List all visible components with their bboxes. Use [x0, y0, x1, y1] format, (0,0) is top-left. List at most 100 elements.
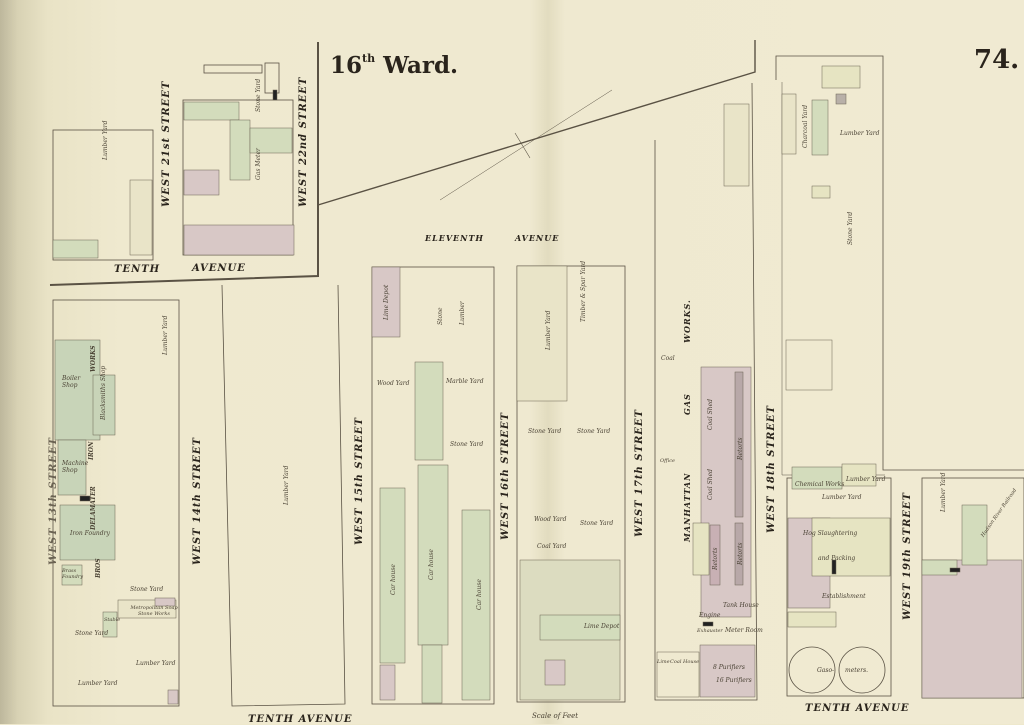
ward-suffix: th	[362, 52, 376, 65]
label-exhauster: Exhauster	[697, 628, 723, 634]
ward-title: 16th Ward.	[330, 52, 458, 79]
label-tank-house: Tank House	[723, 602, 759, 609]
street-west-17th: WEST 17th STREET	[634, 409, 645, 537]
block-17th-18th	[654, 82, 758, 701]
gas-works-gas: GAS	[682, 393, 692, 415]
street-west-14th: WEST 14th STREET	[192, 437, 203, 565]
label-and-packing: and Packing	[818, 555, 856, 562]
block-13th-14th	[52, 299, 180, 707]
label-retorts-c: Retorts	[712, 547, 719, 570]
label-lime-depot-a: Lime Depot	[383, 284, 390, 320]
label-stone-yard-top: Stone Yard	[847, 211, 854, 245]
label-gasometers-a: Gaso-	[817, 667, 835, 674]
label-chemical-works: Chemical Works	[795, 481, 845, 488]
label-meter-room: Meter Room	[725, 627, 763, 634]
label-gasometers-b: meters.	[845, 667, 869, 674]
street-west-15th: WEST 15th STREET	[354, 417, 365, 545]
label-lumber-yard-b: Lumber Yard	[78, 680, 118, 687]
block-15th-16th	[371, 266, 495, 705]
label-charcoal-yard: Charcoal Yard	[802, 104, 809, 148]
railroad-spur	[439, 89, 613, 201]
label-lime: Lime	[657, 659, 670, 665]
label-boiler-shop: Boiler Shop	[62, 375, 81, 389]
label-works: WORKS	[90, 345, 97, 373]
label-stone-yard-b: Stone Yard	[75, 630, 109, 637]
label-metropolitan-soap-stone-works: Metropolitan Soap Stone Works	[130, 605, 178, 617]
label-coal-shed-b: Coal Shed	[707, 469, 714, 500]
label-coal: Coal	[661, 355, 675, 362]
label-timber-spar-yard: Timber & Spar Yard	[580, 260, 587, 322]
label-retorts-a: Retorts	[737, 437, 744, 460]
street-west-16th: WEST 16th STREET	[500, 412, 511, 540]
label-engine: Engine	[699, 612, 721, 619]
label-inset-stone-yard: Stone Yard	[255, 78, 262, 112]
label-car-house-a: Car house	[390, 564, 397, 595]
label-coal-shed-a: Coal Shed	[707, 399, 714, 430]
label-lumber-yard-center: Lumber Yard	[283, 465, 290, 506]
street-west-22nd: WEST 22nd STREET	[298, 76, 309, 207]
label-hog-slaughtering: Hog Slaughtering	[803, 530, 858, 537]
block-14th-15th	[221, 284, 346, 707]
block-16th-17th	[516, 265, 626, 703]
label-stone-yard-e: Stone Yard	[577, 428, 611, 435]
label-coal-house: Coal House	[670, 659, 700, 665]
street-west-18th: WEST 18th STREET	[766, 405, 777, 533]
label-lumber-yard-14th: Lumber Yard	[162, 315, 169, 356]
label-inset-gas-meter: Gas Meter	[255, 148, 262, 180]
label-stone-yard-a: Stone Yard	[130, 586, 164, 593]
label-coal-yard: Coal Yard	[537, 543, 567, 550]
street-west-13th: WEST 13th STREET	[48, 437, 59, 565]
label-car-house-c: Car house	[476, 579, 483, 610]
gasometer-1	[788, 646, 836, 694]
label-inset-lumber-yard: Lumber Yard	[102, 120, 109, 161]
label-stable: Stable	[104, 617, 121, 623]
label-establishment: Establishment	[822, 593, 866, 600]
block-outline-ne	[775, 55, 1024, 471]
label-scale-of-feet: Scale of Feet	[532, 712, 579, 720]
label-marble-yard: Marble Yard	[446, 378, 484, 385]
railroad-line	[317, 40, 756, 206]
avenue-eleventh-a: ELEVENTH	[425, 233, 484, 243]
label-16-purifiers: 16 Purifiers	[716, 677, 752, 684]
gasometer-2	[838, 646, 886, 694]
ward-number: 16	[330, 52, 363, 79]
label-stone-yard-f: Stone Yard	[580, 520, 614, 527]
avenue-tenth-inset-b: AVENUE	[192, 263, 246, 274]
ward-word: Ward.	[383, 52, 459, 79]
avenue-eleventh-b: AVENUE	[515, 233, 560, 243]
gas-works-works: WORKS.	[682, 299, 692, 343]
label-office: Office	[660, 458, 675, 464]
gas-works-manhattan: MANHATTAN	[682, 472, 692, 542]
label-car-house-b: Car house	[428, 549, 435, 580]
label-stone-yard-d: Stone Yard	[528, 428, 562, 435]
label-lumber-yard-d: Lumber Yard	[822, 494, 862, 501]
label-8-purifiers: 8 Purifiers	[713, 664, 745, 671]
inset-border	[49, 42, 319, 286]
label-brass-foundry: Brass Foundry	[62, 568, 84, 580]
label-lumber-yard-c: Lumber Yard	[846, 476, 886, 483]
avenue-tenth-inset-a: TENTH	[114, 264, 161, 275]
label-bros: BROS	[95, 558, 102, 578]
avenue-tenth-bottom-right: TENTH AVENUE	[805, 703, 910, 714]
label-wood-yard-b: Wood Yard	[534, 516, 567, 523]
label-stone-yard-c: Stone Yard	[450, 441, 484, 448]
label-retorts-b: Retorts	[737, 542, 744, 565]
label-iron-foundry: Iron Foundry	[70, 530, 110, 537]
label-stone: Stone	[437, 307, 444, 325]
label-iron: IRON	[88, 441, 95, 460]
label-lumber-yard-16th: Lumber Yard	[545, 310, 552, 351]
page-number: 74.	[974, 45, 1020, 75]
label-lumber-yard-19th: Lumber Yard	[940, 472, 947, 513]
label-delamater: DELAMATER	[90, 486, 97, 530]
label-lumber: Lumber	[459, 301, 466, 325]
label-lumber-yard-top: Lumber Yard	[840, 130, 880, 137]
avenue-tenth-bottom-left: TENTH AVENUE	[248, 714, 353, 725]
label-lime-depot-b: Lime Depot	[584, 623, 620, 630]
street-west-19th: WEST 19th STREET	[902, 492, 913, 620]
label-wood-yard-a: Wood Yard	[377, 380, 410, 387]
label-machine-shop: Machine Shop	[62, 460, 89, 474]
label-blacksmiths-shop: Blacksmiths Shop	[100, 365, 107, 420]
label-lumber-yard-a: Lumber Yard	[136, 660, 176, 667]
